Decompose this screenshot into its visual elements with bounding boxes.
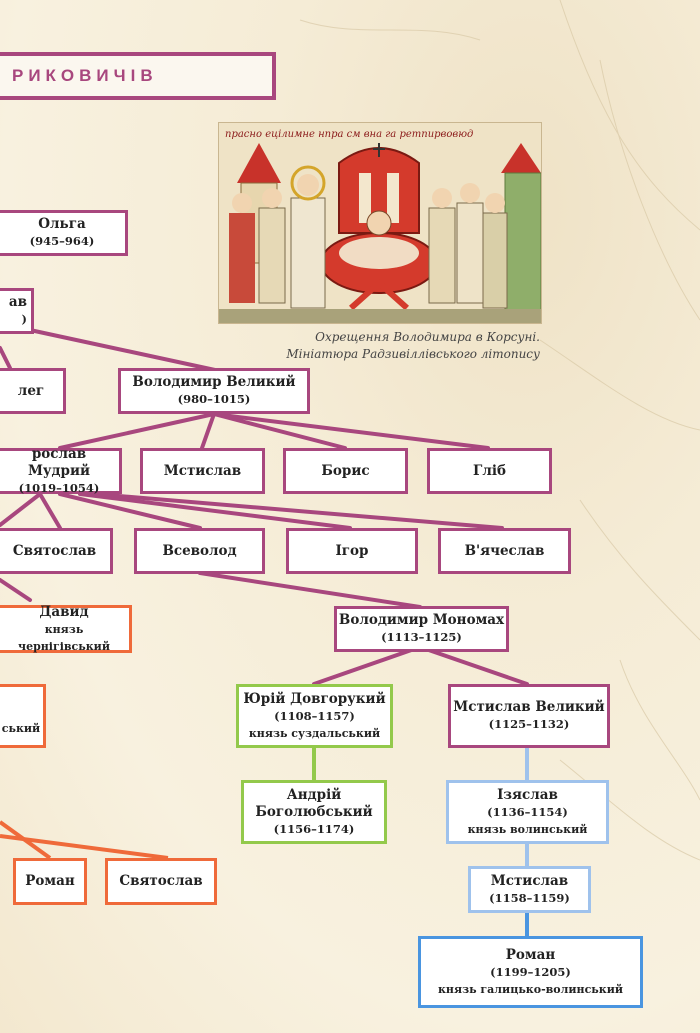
oleg-name: лег — [17, 382, 45, 399]
roman-left-name: Роман — [25, 873, 75, 889]
andrii-name-line-2: Боголюбський — [255, 803, 373, 820]
vsevolod-name: Всеволод — [162, 542, 237, 559]
viacheslav-name: В'ячеслав — [464, 542, 545, 559]
caption-line-1: Охрещення Володимира в Корсуні. — [315, 330, 540, 344]
node-mstyslav-velykyi: Мстислав Великий (1125–1132) — [448, 684, 610, 748]
mstyslav-late-name: Мстислав — [490, 872, 569, 889]
yaroslav-years: (1019–1054) — [18, 480, 100, 495]
node-davyd: Давид князь чернігівський — [0, 603, 132, 653]
iziaslav-years: (1136–1154) — [487, 804, 568, 819]
iziaslav-name: Ізяслав — [497, 786, 558, 803]
miniature-illustration: прасно ецілимне нпра см вна га ретпирвов… — [218, 122, 542, 324]
yurii-years: (1108–1157) — [274, 708, 355, 723]
section-title: РИКОВИЧІВ — [0, 52, 276, 100]
monomakh-name: Володимир Мономах — [338, 612, 505, 628]
mstyslav-velykyi-years: (1125–1132) — [488, 717, 570, 731]
node-andrii: Андрій Боголюбський (1156–1174) — [241, 780, 387, 844]
node-yurii: Юрій Довгорукий (1108–1157) князь суздал… — [236, 684, 393, 748]
roman-name: Роман — [505, 946, 556, 963]
node-sviatoslav-left: Святослав — [105, 858, 217, 905]
sviatoslav-2-name: Святослав — [12, 542, 97, 559]
mstyslav-velykyi-name: Мстислав Великий — [453, 699, 605, 715]
node-viacheslav: В'ячеслав — [438, 528, 571, 574]
roman-title: князь галицько-волинський — [437, 982, 624, 996]
miniature-caption: Охрещення Володимира в Корсуні. Мініатюр… — [240, 329, 540, 363]
node-vsevolod: Всеволод — [134, 528, 265, 574]
hlib-name: Гліб — [473, 462, 506, 479]
yurii-title: князь суздальський — [248, 726, 381, 740]
node-hlib: Гліб — [427, 448, 552, 494]
node-ihor: Ігор — [286, 528, 418, 574]
node-roman-left: Роман — [13, 858, 87, 905]
monomakh-years: (1113–1125) — [381, 630, 462, 644]
node-left-partial: ський — [0, 684, 46, 748]
node-roman: Роман (1199–1205) князь галицько-волинсь… — [418, 936, 643, 1008]
volodymyr-name: Володимир Великий — [132, 374, 296, 390]
node-iziaslav: Ізяслав (1136–1154) князь волинський — [446, 780, 609, 844]
node-monomakh: Володимир Мономах (1113–1125) — [334, 606, 509, 652]
sviatoslav-top-years: ) — [21, 312, 27, 326]
node-yaroslav: рослав Мудрий (1019–1054) — [0, 445, 122, 495]
node-mstyslav-late: Мстислав (1158–1159) — [468, 866, 591, 913]
davyd-title: князь чернігівський — [18, 622, 110, 653]
ihor-name: Ігор — [335, 542, 369, 559]
node-mstyslav: Мстислав — [140, 448, 265, 494]
node-borys: Борис — [283, 448, 408, 494]
iziaslav-title: князь волинський — [467, 822, 588, 836]
sviatoslav-top-name: ав — [8, 294, 27, 310]
left-partial-title: ський — [1, 722, 41, 735]
sviatoslav-left-name: Святослав — [119, 873, 203, 889]
olga-name: Ольга — [38, 216, 86, 232]
borys-name: Борис — [321, 462, 370, 479]
volodymyr-years: (980–1015) — [177, 392, 251, 406]
node-sviatoslav-top: ав ) — [0, 288, 34, 334]
node-olga: Ольга (945–964) — [0, 210, 128, 256]
davyd-name: Давид — [39, 603, 89, 620]
yurii-name: Юрій Довгорукий — [243, 690, 386, 707]
mstyslav-name: Мстислав — [163, 462, 242, 479]
node-sviatoslav-2: Святослав — [0, 528, 113, 574]
miniature-inscription: прасно ецілимне нпра см вна га ретпирвов… — [225, 129, 473, 140]
andrii-name-line-1: Андрій — [286, 786, 342, 803]
node-oleg: лег — [0, 368, 66, 414]
node-volodymyr: Володимир Великий (980–1015) — [118, 368, 310, 414]
andrii-years: (1156–1174) — [273, 821, 355, 836]
mstyslav-late-years: (1158–1159) — [489, 890, 570, 905]
olga-years: (945–964) — [29, 234, 95, 248]
caption-line-2: Мініатюра Радзивіллівського літопису — [286, 347, 540, 361]
yaroslav-name: рослав Мудрий — [27, 445, 91, 479]
roman-years: (1199–1205) — [490, 964, 571, 979]
